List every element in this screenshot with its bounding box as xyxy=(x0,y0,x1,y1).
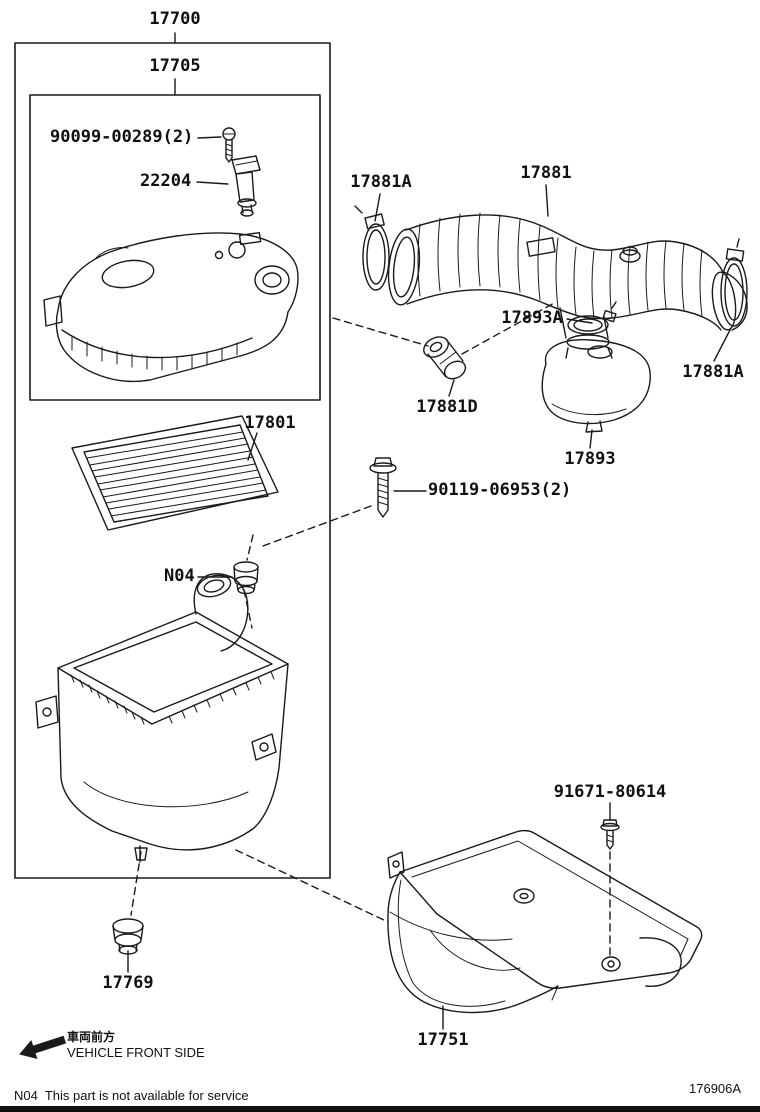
callout-91671-80614: 91671-80614 xyxy=(553,782,667,802)
callout-17881d: 17881D xyxy=(416,397,478,417)
clamp-17893a-part xyxy=(567,301,617,335)
callout-17893a: 17893A xyxy=(501,308,563,328)
hose-clamp-left-part xyxy=(354,205,390,291)
filter-element-part xyxy=(71,415,279,531)
fitting-17881d-part xyxy=(423,336,467,380)
bolt-91671-part xyxy=(600,819,620,850)
intake-hose-part xyxy=(387,212,748,339)
callout-17881a-right: 17881A xyxy=(682,362,744,382)
callout-17893: 17893 xyxy=(564,449,616,469)
bolt-90119-part xyxy=(369,457,397,518)
front-direction-arrow-icon xyxy=(19,1035,67,1059)
callout-n04: N04 xyxy=(164,566,195,586)
grommet-n04-part xyxy=(233,561,259,595)
callout-17769: 17769 xyxy=(102,973,154,993)
callout-17751: 17751 xyxy=(417,1030,469,1050)
callout-90119-06953: 90119-06953(2) xyxy=(428,480,572,500)
assembly-box-17700 xyxy=(14,42,331,879)
bolt-90099-part xyxy=(222,127,236,163)
resonator-part xyxy=(541,334,651,433)
air-cleaner-cap-part xyxy=(43,231,299,383)
air-cleaner-case-part xyxy=(35,573,289,863)
callout-22204: 22204 xyxy=(140,171,192,191)
leader-lines xyxy=(127,32,732,1030)
callout-17881: 17881 xyxy=(520,163,572,183)
callout-17705: 17705 xyxy=(149,56,201,76)
front-side-label-en: VEHICLE FRONT SIDE xyxy=(67,1045,205,1060)
callout-90099-00289: 90099-00289(2) xyxy=(50,127,194,147)
service-note: N04 This part is not available for servi… xyxy=(14,1088,249,1103)
callout-17801: 17801 xyxy=(244,413,296,433)
callout-17700: 17700 xyxy=(149,9,201,29)
hose-clamp-right-part xyxy=(720,238,748,327)
bottom-divider xyxy=(0,1106,760,1112)
grommet-17769-part xyxy=(112,918,144,955)
assembly-dashed-lines xyxy=(130,301,611,957)
maf-sensor-22204-part xyxy=(231,155,261,217)
front-side-label-jp: 車両前方 xyxy=(67,1030,116,1044)
air-duct-part xyxy=(387,829,703,1014)
diagram-code: 176906A xyxy=(689,1081,742,1096)
callout-17881a-left: 17881A xyxy=(350,172,412,192)
